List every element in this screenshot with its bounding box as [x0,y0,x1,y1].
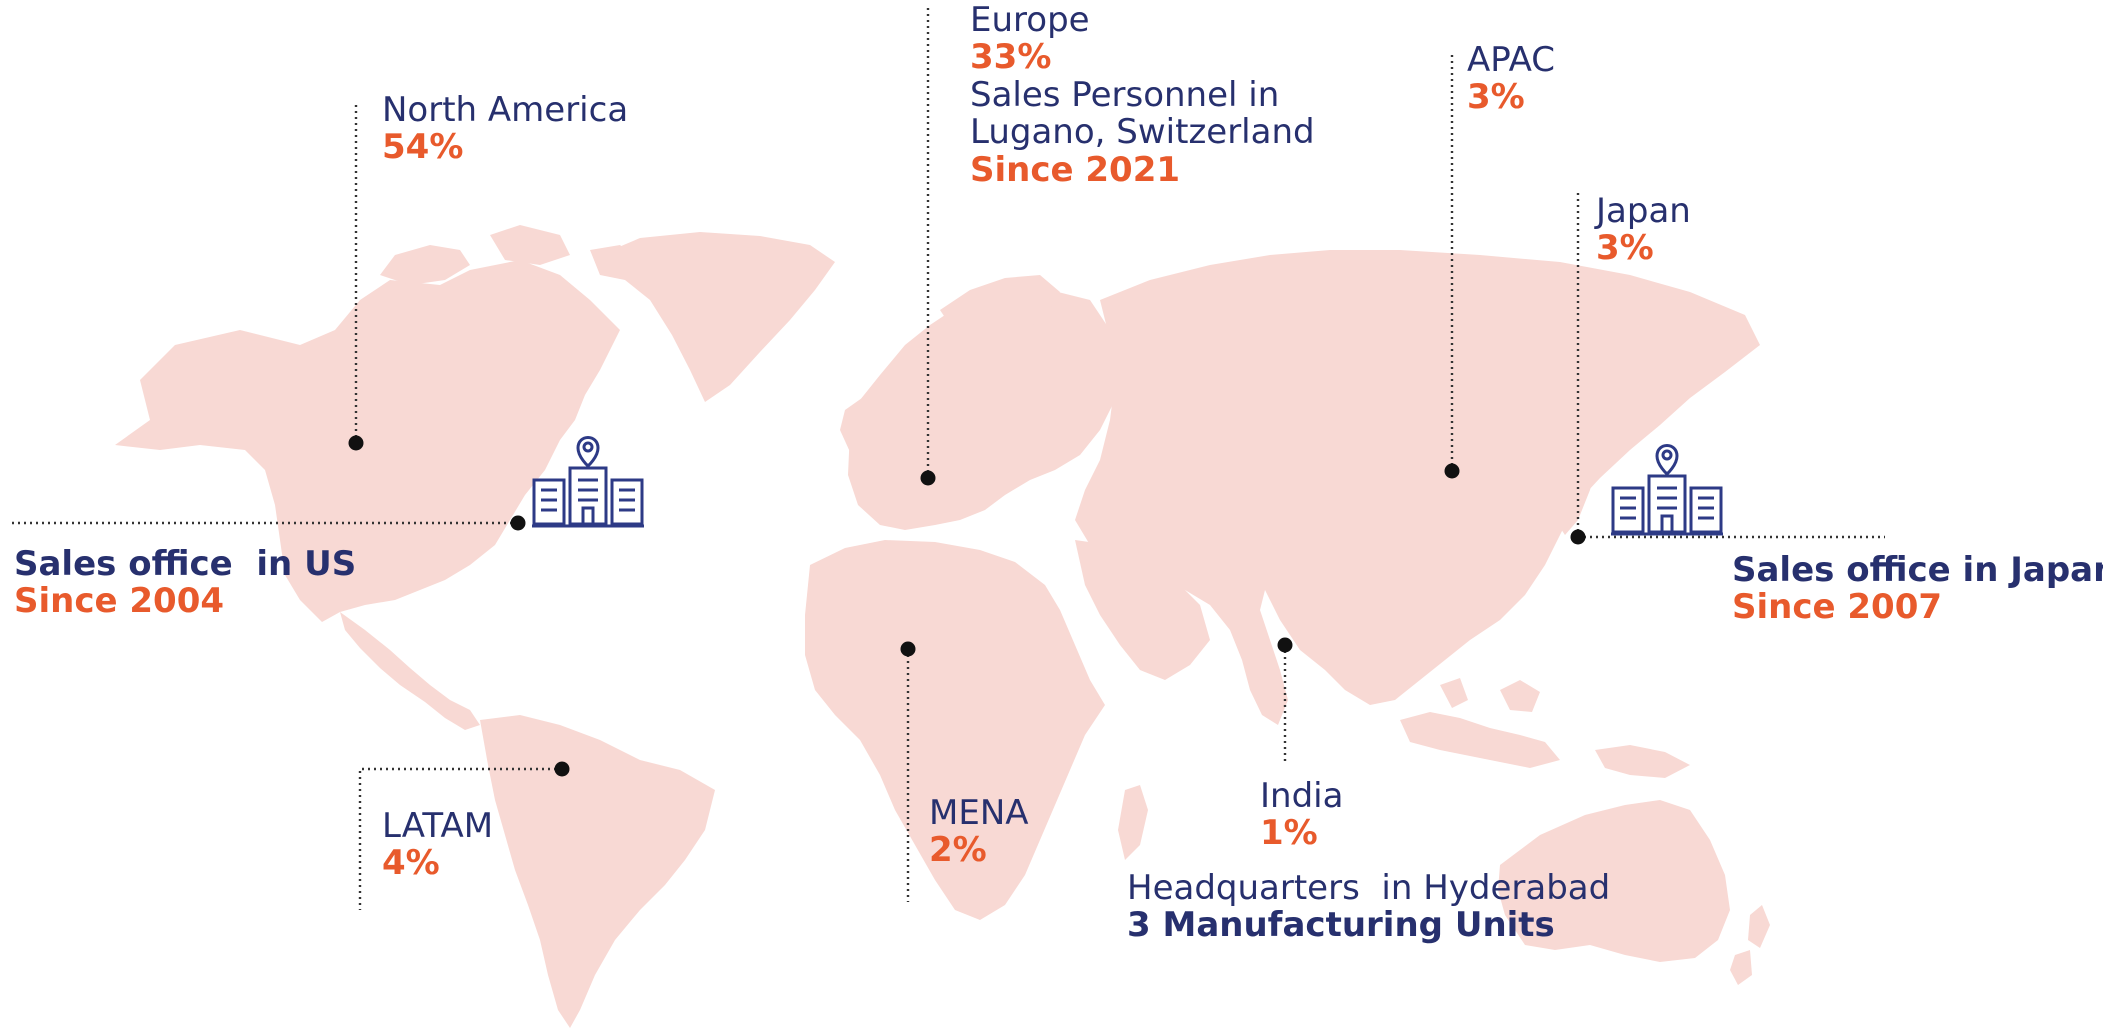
leader-lines [12,5,1885,910]
canada-arctic-islands [380,225,640,285]
north-america-land [115,260,620,622]
latam-leader [358,767,562,910]
region-share: 33% [970,37,1052,78]
new-zealand-land [1730,905,1770,985]
region-note-line: Sales Personnel in [970,74,1280,115]
region-name: India [1260,776,1344,816]
region-name: APAC [1467,40,1555,80]
region-name: LATAM [382,806,494,846]
japan-land [1555,405,1605,535]
southeast-asia-islands-land [1400,678,1560,768]
africa-land [805,540,1105,920]
europe-dot [920,470,936,486]
mena-dot [900,641,916,657]
region-share: 3% [1467,77,1525,118]
japan-office-label: Sales office in Japan Since 2007 [1732,550,2103,628]
scandinavia-land [940,275,1060,345]
india-label: India 1% [1260,776,1344,854]
region-since: Since 2021 [970,149,1181,190]
office-since: Since 2007 [1732,587,1943,628]
japan-label: Japan 3% [1596,191,1691,269]
latam-dot [554,761,570,777]
region-share: 2% [929,830,987,871]
location-dots [348,435,1586,777]
region-share: 4% [382,843,440,884]
new-guinea-land [1595,745,1690,778]
office-building-pin-icon [1611,444,1723,536]
office-since: Since 2004 [14,581,225,622]
arabia-land [1075,540,1210,680]
mena-label: MENA 2% [929,793,1029,871]
region-note-line: Lugano, Switzerland [970,112,1315,153]
greenland-land [600,232,835,402]
europe-land [848,290,1120,530]
south-america-land [480,715,715,1028]
japan-dot [1570,529,1586,545]
apac-dot [1444,463,1460,479]
headquarters-label: Headquarters in Hyderabad 3 Manufacturin… [1127,868,1611,946]
region-share: 3% [1596,228,1654,269]
europe-label: Europe 33% Sales Personnel in Lugano, Sw… [970,0,1315,190]
india-dot [1277,637,1293,653]
australia-land [1498,800,1730,962]
asia-land [1075,250,1760,725]
region-name: Europe [970,0,1090,40]
office-title: Sales office in US [14,544,357,584]
us-office-dot [510,515,526,531]
central-america-land [340,612,480,730]
north-america-dot [348,435,364,451]
madagascar-land [1118,785,1148,860]
office-building-pin-icon [532,436,644,528]
apac-label: APAC 3% [1467,40,1555,118]
north-america-label: North America 54% [382,90,629,168]
region-name: MENA [929,793,1029,833]
region-share: 1% [1260,813,1318,854]
region-share: 54% [382,127,464,168]
office-title: Sales office in Japan [1732,550,2103,590]
land-masses [115,225,1770,1028]
us-office-label: Sales office in US Since 2004 [14,544,357,622]
headquarters-note: Headquarters in Hyderabad [1127,868,1611,908]
region-name: Japan [1596,191,1691,231]
manufacturing-units: 3 Manufacturing Units [1127,905,1555,946]
region-name: North America [382,90,629,130]
latam-label: LATAM 4% [382,806,494,884]
british-isles-land [840,398,872,452]
